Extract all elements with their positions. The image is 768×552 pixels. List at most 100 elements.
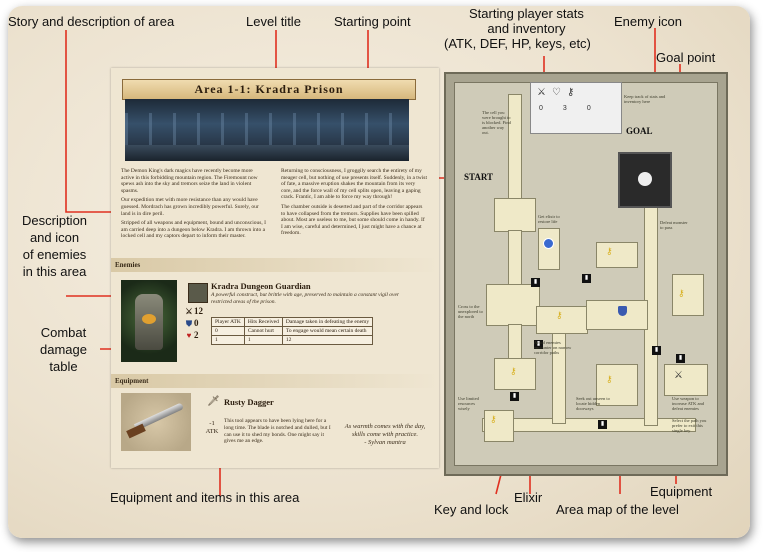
goal-label: GOAL bbox=[626, 126, 653, 136]
enemy-portrait-icon bbox=[188, 283, 208, 303]
key-icon: ⚷ bbox=[606, 374, 613, 384]
lock-door-icon: ▮ bbox=[676, 354, 685, 363]
goal-room bbox=[618, 152, 672, 208]
table-cell: Cannot hurt bbox=[243, 326, 283, 336]
inventory-value: 0 bbox=[539, 105, 563, 112]
room bbox=[484, 410, 514, 442]
room-start bbox=[494, 198, 536, 232]
story-paragraph: The chamber outside is deserted and part… bbox=[281, 203, 425, 237]
quote-text: As warmth comes with the day, skills com… bbox=[344, 423, 426, 438]
callout-equipment: Equipment bbox=[650, 484, 713, 499]
dagger-illustration bbox=[121, 393, 191, 451]
dagger-hilt bbox=[126, 423, 146, 439]
map-note-defeat: Defeat monster to pass bbox=[660, 220, 688, 230]
callout-player-stats-line2: and inventory bbox=[487, 21, 566, 36]
room bbox=[596, 364, 638, 406]
map-note-select: Select the path you prefer to exit this … bbox=[672, 418, 707, 433]
callout-enemies-line4: in this area bbox=[22, 264, 87, 279]
callout-player-stats-line1: Starting player stats bbox=[469, 6, 584, 21]
callout-story: Story and description of area bbox=[8, 14, 175, 29]
room bbox=[536, 306, 588, 334]
callout-player-stats: Starting player stats and inventory (ATK… bbox=[444, 6, 591, 51]
sword-icon: ⚔ bbox=[185, 307, 193, 316]
prison-floor bbox=[125, 145, 409, 161]
table-header: Player ATK bbox=[211, 317, 245, 327]
room bbox=[672, 274, 704, 316]
item-name: Rusty Dagger bbox=[224, 397, 274, 407]
story-column-right: Returning to consciousness, I groggily s… bbox=[281, 168, 427, 240]
enemy-def: ⛊0 bbox=[184, 318, 199, 329]
room-shield bbox=[586, 300, 648, 330]
key-icon: ⚷ bbox=[556, 310, 563, 320]
enemy-atk: ⚔12 bbox=[184, 306, 203, 316]
table-cell: 1 bbox=[211, 335, 245, 345]
map-note-cross: Cross to the unexplored to the north bbox=[458, 304, 483, 319]
item-atk-label: ATK bbox=[205, 428, 219, 435]
shield-icon: ⛊ bbox=[186, 319, 192, 328]
shield-icon bbox=[618, 306, 627, 316]
callout-starting-point: Starting point bbox=[334, 14, 411, 29]
callout-key-lock: Key and lock bbox=[434, 502, 509, 517]
corridor bbox=[552, 322, 566, 424]
area-page: Area 1-1: Kradra Prison The Demon King's… bbox=[111, 68, 439, 468]
heart-icon: ♥ bbox=[186, 331, 192, 340]
table-cell: 12 bbox=[281, 335, 374, 345]
area-map: ⚔♡⚷ 030 GOAL START ▮ ▮ ▮ ▮ ▮ ▮ ▮ ⚷ ⚷ ⚷ ⚷… bbox=[444, 72, 728, 476]
prison-bars bbox=[125, 113, 409, 147]
story-column-left: The Demon King's dark magics have recent… bbox=[121, 168, 267, 243]
lock-door-icon: ▮ bbox=[582, 274, 591, 283]
enemy-name: Kradra Dungeon Guardian bbox=[211, 281, 311, 291]
corridor bbox=[482, 418, 696, 432]
table-row: 0 Cannot hurt To engage would mean certa… bbox=[211, 326, 374, 336]
elixir-icon bbox=[543, 238, 554, 249]
callout-player-stats-line3: (ATK, DEF, HP, keys, etc) bbox=[444, 36, 591, 51]
callout-combat-line3: table bbox=[49, 359, 78, 374]
map-note-stats: Keep track of stats and inventory here bbox=[624, 94, 666, 104]
enemies-section-header: Enemies bbox=[111, 258, 439, 272]
map-note-tunnel: Seek out unseen to locate hidden doorway… bbox=[576, 396, 610, 411]
table-header-row: Player ATK Hits Received Damage taken in… bbox=[211, 317, 374, 327]
story-paragraph: Stripped of all weapons and equipment, b… bbox=[121, 220, 266, 240]
room-elixir bbox=[538, 228, 560, 270]
callout-enemies: Description and icon of enemies in this … bbox=[22, 212, 87, 280]
enemy-illustration bbox=[121, 280, 177, 362]
inventory-values: 030 bbox=[539, 105, 611, 112]
room bbox=[486, 284, 540, 326]
equipment-section-header: Equipment bbox=[111, 374, 439, 388]
story-paragraph: The Demon King's dark magics have recent… bbox=[121, 168, 258, 194]
table-cell: 0 bbox=[211, 326, 245, 336]
callout-area-map: Area map of the level bbox=[556, 502, 679, 517]
key-icon: ⚷ bbox=[678, 288, 685, 298]
enemy-core bbox=[142, 314, 156, 324]
starting-inventory-panel: ⚔♡⚷ 030 bbox=[530, 82, 622, 134]
inventory-value: 0 bbox=[586, 105, 611, 112]
item-description: This tool appears to have been lying her… bbox=[224, 418, 331, 445]
item-atk-value: -1 bbox=[209, 420, 215, 427]
callout-enemies-line1: Description bbox=[22, 213, 88, 228]
lock-door-icon: ▮ bbox=[534, 340, 543, 349]
enemy-def-value: 0 bbox=[194, 318, 199, 328]
map-note-avoid: Avoid enemies encounter on narrow corrid… bbox=[534, 340, 572, 355]
callout-level-title: Level title bbox=[246, 14, 301, 29]
quote-source: - Sylvan mantra bbox=[364, 439, 406, 446]
room-key bbox=[596, 242, 638, 268]
callout-enemies-line2: and icon bbox=[29, 230, 80, 245]
callout-combat-line1: Combat bbox=[40, 325, 87, 340]
prison-illustration bbox=[125, 99, 409, 161]
key-icon: ⚷ bbox=[566, 87, 581, 98]
map-note-elixir: Get elixir to restore life bbox=[538, 214, 560, 224]
key-icon: ⚷ bbox=[606, 246, 613, 256]
callout-combat-table: Combat damage table bbox=[40, 324, 87, 375]
story-paragraph: Our expedition met with more resistance … bbox=[121, 197, 259, 217]
key-icon: ⚷ bbox=[510, 366, 517, 376]
table-cell: To engage would mean certain death bbox=[281, 326, 374, 336]
enemy-hp: ♥2 bbox=[184, 330, 199, 340]
inventory-icons: ⚔♡⚷ bbox=[537, 87, 580, 98]
callout-combat-line2: damage bbox=[40, 342, 87, 357]
sword-icon: ⚔ bbox=[674, 370, 683, 381]
table-cell: 1 bbox=[243, 335, 283, 345]
lock-door-icon: ▮ bbox=[510, 392, 519, 401]
dagger-icon: 🗡 bbox=[207, 396, 220, 407]
room bbox=[494, 358, 536, 390]
combat-damage-table: Player ATK Hits Received Damage taken in… bbox=[211, 317, 374, 345]
